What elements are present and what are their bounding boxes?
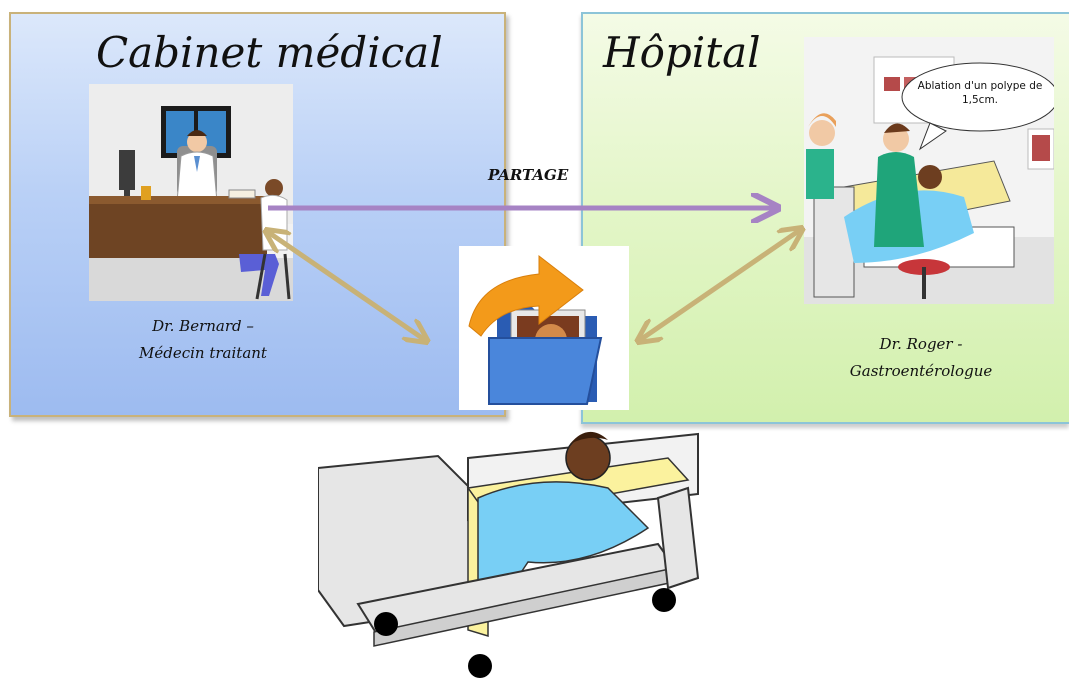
bernard-role: Médecin traitant — [139, 344, 267, 362]
share-arrow-label: PARTAGE — [488, 166, 569, 184]
hospital-scene: Ablation d'un polype de 1,5cm. — [804, 37, 1054, 304]
office-scene — [89, 84, 293, 301]
bernard-name: Dr. Bernard – — [152, 317, 254, 335]
roger-role: Gastroentérologue — [849, 362, 993, 380]
speech-line2: 1,5cm. — [962, 94, 998, 106]
exchange-arrow-right — [640, 230, 800, 340]
cabinet-title: Cabinet médical — [96, 28, 443, 77]
folder-share-icon — [459, 246, 629, 410]
speech-line1: Ablation d'un polype de — [918, 80, 1043, 92]
patient-bed-illustration — [318, 418, 700, 684]
bernard-caption: Dr. Bernard – Médecin traitant — [100, 313, 306, 367]
roger-caption: Dr. Roger - Gastroentérologue — [818, 331, 1024, 385]
exchange-arrow-left — [268, 232, 425, 340]
roger-name: Dr. Roger - — [879, 335, 963, 353]
hopital-title: Hôpital — [603, 28, 761, 77]
